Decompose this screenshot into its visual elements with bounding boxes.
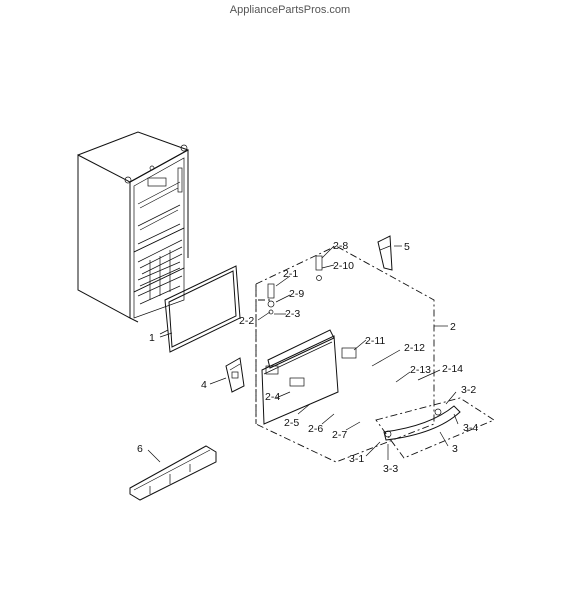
door-bracket [225, 357, 245, 393]
callout-5: 5 [404, 241, 410, 253]
callout-2-7: 2-7 [332, 429, 347, 441]
callout-2-13: 2-13 [410, 364, 431, 376]
callout-3-1: 3-1 [349, 453, 364, 465]
callout-2-2: 2-2 [239, 315, 254, 327]
leader-lines [147, 245, 459, 463]
callout-2: 2 [450, 321, 456, 333]
callout-2-8: 2-8 [333, 240, 348, 252]
refrigerator-cabinet [77, 131, 190, 323]
callout-2-14: 2-14 [442, 363, 463, 375]
callout-2-4: 2-4 [265, 391, 280, 403]
callout-2-11: 2-11 [365, 335, 385, 347]
callout-6: 6 [137, 443, 143, 455]
hinge-hardware [267, 255, 323, 315]
callout-2-6: 2-6 [308, 423, 323, 435]
callout-3: 3 [452, 443, 458, 455]
door-assembly-outline [255, 245, 435, 463]
top-hinge [377, 235, 393, 271]
callout-2-5: 2-5 [284, 417, 299, 429]
callout-2-12: 2-12 [404, 342, 425, 354]
callout-2-3: 2-3 [285, 308, 300, 320]
callout-3-2: 3-2 [461, 384, 476, 396]
drawer-rail [129, 445, 217, 501]
site-watermark: AppliancePartsPros.com [229, 4, 351, 16]
callout-3-3: 3-3 [383, 463, 398, 475]
callout-2-10: 2-10 [333, 260, 354, 272]
door-handle [375, 397, 495, 459]
callout-2-9: 2-9 [289, 288, 304, 300]
door-panel [261, 329, 357, 425]
door-gasket [159, 265, 241, 353]
callout-1: 1 [149, 332, 155, 344]
callout-3-4: 3-4 [463, 422, 478, 434]
callout-2-1: 2-1 [283, 268, 298, 280]
callout-4: 4 [201, 379, 207, 391]
